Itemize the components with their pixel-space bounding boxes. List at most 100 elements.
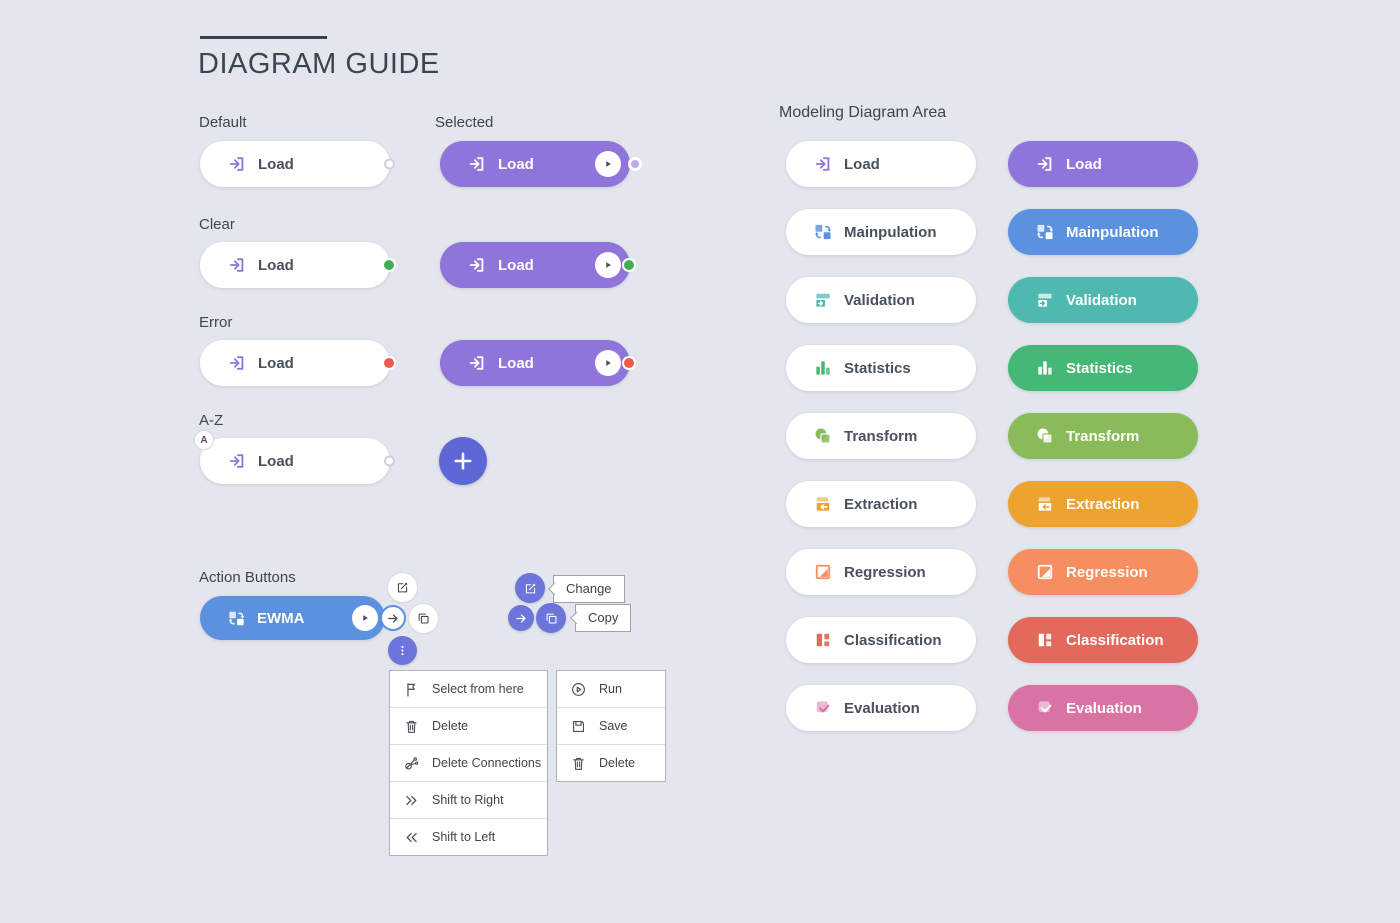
node-context-menu: Select from here Delete Delete Connectio… — [389, 670, 548, 856]
modeling-pill-extraction[interactable]: Extraction — [786, 481, 976, 527]
tooltip-notch — [569, 611, 583, 625]
modeling-pill-statistics-active[interactable]: Statistics — [1008, 345, 1198, 391]
pill-label: Classification — [844, 631, 942, 649]
modeling-pill-load[interactable]: Load — [786, 141, 976, 187]
connect-action-button[interactable] — [508, 605, 534, 631]
menu-item-delete[interactable]: Delete — [390, 708, 547, 745]
connector-port[interactable] — [384, 455, 395, 467]
node-az[interactable]: A Load — [194, 430, 395, 484]
menu-item-save[interactable]: Save — [557, 708, 665, 745]
menu-item-shift-to-left[interactable]: Shift to Left — [390, 819, 547, 855]
modeling-pill-evaluation[interactable]: Evaluation — [786, 685, 976, 731]
pill-label: Regression — [1066, 563, 1148, 581]
tooltip-text: Copy — [588, 610, 619, 625]
modeling-pill-transform-active[interactable]: Transform — [1008, 413, 1198, 459]
menu-item-shift-to-right[interactable]: Shift to Right — [390, 782, 547, 819]
node-label: Load — [258, 256, 294, 274]
load-icon — [467, 154, 487, 174]
arrow-right-icon — [514, 611, 529, 626]
modeling-pill-transform[interactable]: Transform — [786, 413, 976, 459]
modeling-area-title: Modeling Diagram Area — [779, 104, 947, 121]
connector-port[interactable] — [384, 158, 395, 170]
modeling-pill-regression[interactable]: Regression — [786, 549, 976, 595]
trash-icon — [403, 718, 420, 735]
regression-icon — [1035, 562, 1055, 582]
play-icon — [358, 611, 372, 625]
save-icon — [570, 718, 587, 735]
classification-icon — [813, 630, 833, 650]
pill-label: Statistics — [844, 359, 911, 377]
node-ewma[interactable]: EWMA — [200, 596, 385, 640]
modeling-pill-mainpulation-active[interactable]: Mainpulation — [1008, 209, 1198, 255]
regression-icon — [813, 562, 833, 582]
copy-icon — [416, 611, 431, 626]
modeling-pill-extraction-active[interactable]: Extraction — [1008, 481, 1198, 527]
manipulation-icon — [1035, 222, 1055, 242]
error-status-dot — [382, 356, 396, 370]
modeling-pill-mainpulation[interactable]: Mainpulation — [786, 209, 976, 255]
load-icon — [1035, 154, 1055, 174]
connect-action-button[interactable] — [380, 605, 406, 631]
modeling-pill-regression-active[interactable]: Regression — [1008, 549, 1198, 595]
az-state-label: A-Z — [199, 412, 224, 429]
play-icon — [601, 157, 615, 171]
node-default[interactable]: Load — [200, 141, 395, 187]
node-label: EWMA — [257, 609, 305, 627]
connector-port[interactable] — [628, 157, 642, 171]
clear-state-label: Clear — [199, 216, 235, 233]
menu-item-delete[interactable]: Delete — [557, 745, 665, 781]
pill-label: Load — [844, 155, 880, 173]
load-icon — [227, 255, 247, 275]
node-clear-selected[interactable]: Load — [440, 242, 636, 288]
edit-action-button[interactable] — [388, 573, 417, 602]
modeling-pill-classification[interactable]: Classification — [786, 617, 976, 663]
change-tooltip: Change — [547, 575, 625, 603]
copy-action-button[interactable] — [409, 604, 438, 633]
copy-action-button[interactable] — [536, 603, 566, 633]
modeling-pill-evaluation-active[interactable]: Evaluation — [1008, 685, 1198, 731]
run-node-button[interactable] — [595, 350, 621, 376]
edit-action-button[interactable] — [515, 573, 545, 603]
menu-item-run[interactable]: Run — [557, 671, 665, 708]
node-label: Load — [258, 354, 294, 372]
copy-icon — [544, 611, 559, 626]
modeling-pill-statistics[interactable]: Statistics — [786, 345, 976, 391]
menu-item-label: Delete — [599, 756, 636, 770]
shift-right-icon — [403, 792, 420, 809]
clear-status-dot — [382, 258, 396, 272]
statistics-icon — [1035, 358, 1055, 378]
menu-item-delete-connections[interactable]: Delete Connections — [390, 745, 547, 782]
error-state-label: Error — [199, 314, 233, 331]
menu-item-select-from-here[interactable]: Select from here — [390, 671, 547, 708]
pill-label: Mainpulation — [844, 223, 937, 241]
delete-connections-icon — [403, 755, 420, 772]
more-actions-button[interactable] — [388, 636, 417, 665]
pill-label: Validation — [1066, 291, 1137, 309]
validation-icon — [1035, 290, 1055, 310]
run-node-button[interactable] — [595, 252, 621, 278]
add-node-button[interactable] — [439, 437, 487, 485]
node-selected[interactable]: Load — [440, 141, 642, 187]
modeling-pill-validation[interactable]: Validation — [786, 277, 976, 323]
run-node-button[interactable] — [352, 605, 378, 631]
run-node-button[interactable] — [595, 151, 621, 177]
flag-icon — [403, 681, 420, 698]
node-clear[interactable]: Load — [200, 242, 396, 288]
menu-item-label: Save — [599, 719, 628, 733]
pill-label: Validation — [844, 291, 915, 309]
title-rule — [200, 36, 327, 39]
node-error[interactable]: Load — [200, 340, 396, 386]
modeling-pill-validation-active[interactable]: Validation — [1008, 277, 1198, 323]
modeling-pill-load-active[interactable]: Load — [1008, 141, 1198, 187]
arrow-right-icon — [386, 611, 401, 626]
tooltip-text: Change — [566, 581, 612, 596]
tooltip-notch — [547, 582, 561, 596]
default-state-label: Default — [199, 114, 247, 131]
pill-label: Regression — [844, 563, 926, 581]
modeling-pill-classification-active[interactable]: Classification — [1008, 617, 1198, 663]
menu-item-label: Shift to Left — [432, 830, 496, 844]
node-error-selected[interactable]: Load — [440, 340, 636, 386]
node-label: Load — [498, 354, 534, 372]
evaluation-icon — [1035, 698, 1055, 718]
pill-label: Mainpulation — [1066, 223, 1159, 241]
